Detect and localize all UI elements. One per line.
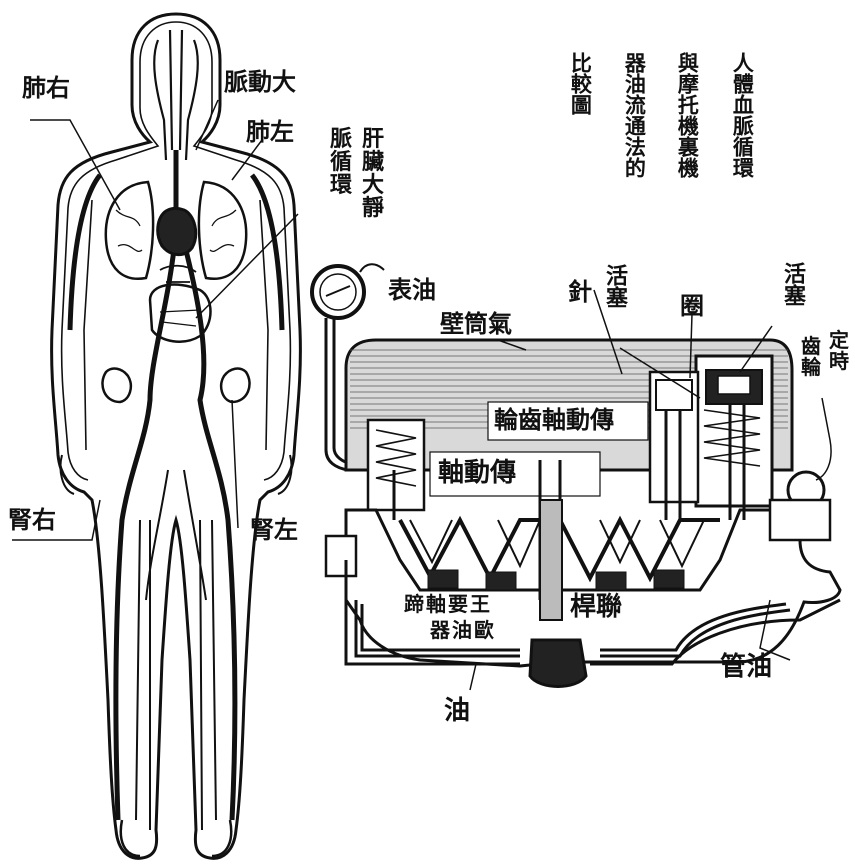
timing-gear-shaft bbox=[770, 500, 830, 540]
vein-circ-char-1: 脈 bbox=[328, 128, 354, 151]
piston-right-inner bbox=[718, 376, 750, 394]
label-piston-right: 活塞 bbox=[778, 262, 804, 306]
liver-vein-char-1: 肝 bbox=[360, 128, 386, 151]
pointer-lines bbox=[12, 100, 298, 540]
label-oil: 油 bbox=[444, 698, 470, 724]
left-kidney bbox=[221, 369, 249, 402]
feet bbox=[121, 820, 231, 856]
title-column-4: 比較圖 bbox=[570, 52, 591, 115]
oil-gauge-needle bbox=[326, 286, 350, 296]
oil-pump2-char-2: 油 bbox=[452, 618, 474, 642]
label-oil-pump-row1: 蹄軸要王 bbox=[404, 594, 492, 614]
oil-pump-column bbox=[540, 500, 562, 620]
liver-vein-char-3: 大 bbox=[360, 174, 386, 197]
oil-pump2-char-3: 歐 bbox=[474, 618, 496, 642]
label-crank-gear: 輪齒軸動傳 bbox=[494, 408, 614, 432]
title-column-2: 與摩托機裏機 bbox=[677, 52, 698, 178]
oil-gauge-hook bbox=[360, 264, 384, 272]
label-left-lung: 肺左 bbox=[246, 120, 294, 144]
timing-char-3: 齒 bbox=[800, 336, 822, 357]
label-oil-pump-row2: 器油歐 bbox=[430, 620, 496, 640]
label-timing-gear-col2: 齒 輪 bbox=[800, 336, 822, 378]
hands bbox=[61, 455, 292, 494]
liver-vein-char-4: 靜 bbox=[360, 197, 386, 220]
label-left-kidney: 腎左 bbox=[250, 518, 298, 542]
crank-nose bbox=[326, 536, 356, 576]
heart bbox=[158, 209, 196, 255]
oil-pump-char-2: 軸 bbox=[426, 592, 448, 616]
bearing-4 bbox=[654, 570, 684, 588]
piston-mid bbox=[656, 380, 692, 410]
label-right-lung: 肺右 bbox=[22, 76, 70, 100]
title-column-3: 器油流通法的 bbox=[624, 52, 645, 178]
oil-pump-char-1: 蹄 bbox=[404, 592, 426, 616]
engine-cutaway bbox=[312, 264, 840, 690]
right-kidney bbox=[102, 369, 130, 402]
crankcase bbox=[346, 510, 840, 666]
oil-pump-char-4: 王 bbox=[470, 592, 492, 616]
head-vessels bbox=[154, 30, 198, 160]
label-oil-pipe: 管油 bbox=[720, 654, 772, 680]
bearing-2 bbox=[486, 572, 516, 590]
label-vein-circulation-col2: 脈 循 環 bbox=[328, 128, 354, 197]
label-piston-top: 活塞 bbox=[600, 264, 626, 308]
label-cylinder-wall: 壁筒氣 bbox=[440, 312, 512, 336]
label-liver-vein-col1: 肝 臟 大 靜 bbox=[360, 128, 386, 220]
label-timing-gear-col1: 定 時 bbox=[828, 330, 850, 372]
vein-circ-char-2: 循 bbox=[328, 151, 354, 174]
bearing-1 bbox=[428, 570, 458, 588]
label-ring: 圈 bbox=[680, 294, 704, 318]
oil-pump2-char-1: 器 bbox=[430, 618, 452, 642]
label-aorta: 脈動大 bbox=[224, 70, 296, 94]
timing-char-2: 時 bbox=[828, 351, 850, 372]
label-connecting-rod: 桿聯 bbox=[570, 594, 622, 620]
bearing-3 bbox=[596, 572, 626, 590]
oil-pump-base bbox=[530, 640, 586, 687]
timing-char-1: 定 bbox=[828, 330, 850, 351]
label-right-kidney: 腎右 bbox=[8, 508, 56, 532]
label-crankshaft: 軸動傳 bbox=[438, 460, 516, 486]
timing-char-4: 輪 bbox=[800, 357, 822, 378]
vein-circ-char-3: 環 bbox=[328, 174, 354, 197]
oil-pump-char-3: 要 bbox=[448, 592, 470, 616]
label-oil-gauge: 表油 bbox=[388, 278, 436, 302]
title-column-1: 人體血脈循環 bbox=[732, 52, 753, 178]
left-lung bbox=[199, 182, 246, 279]
label-needle: 針 bbox=[568, 280, 592, 304]
liver-vein-char-2: 臟 bbox=[360, 151, 386, 174]
